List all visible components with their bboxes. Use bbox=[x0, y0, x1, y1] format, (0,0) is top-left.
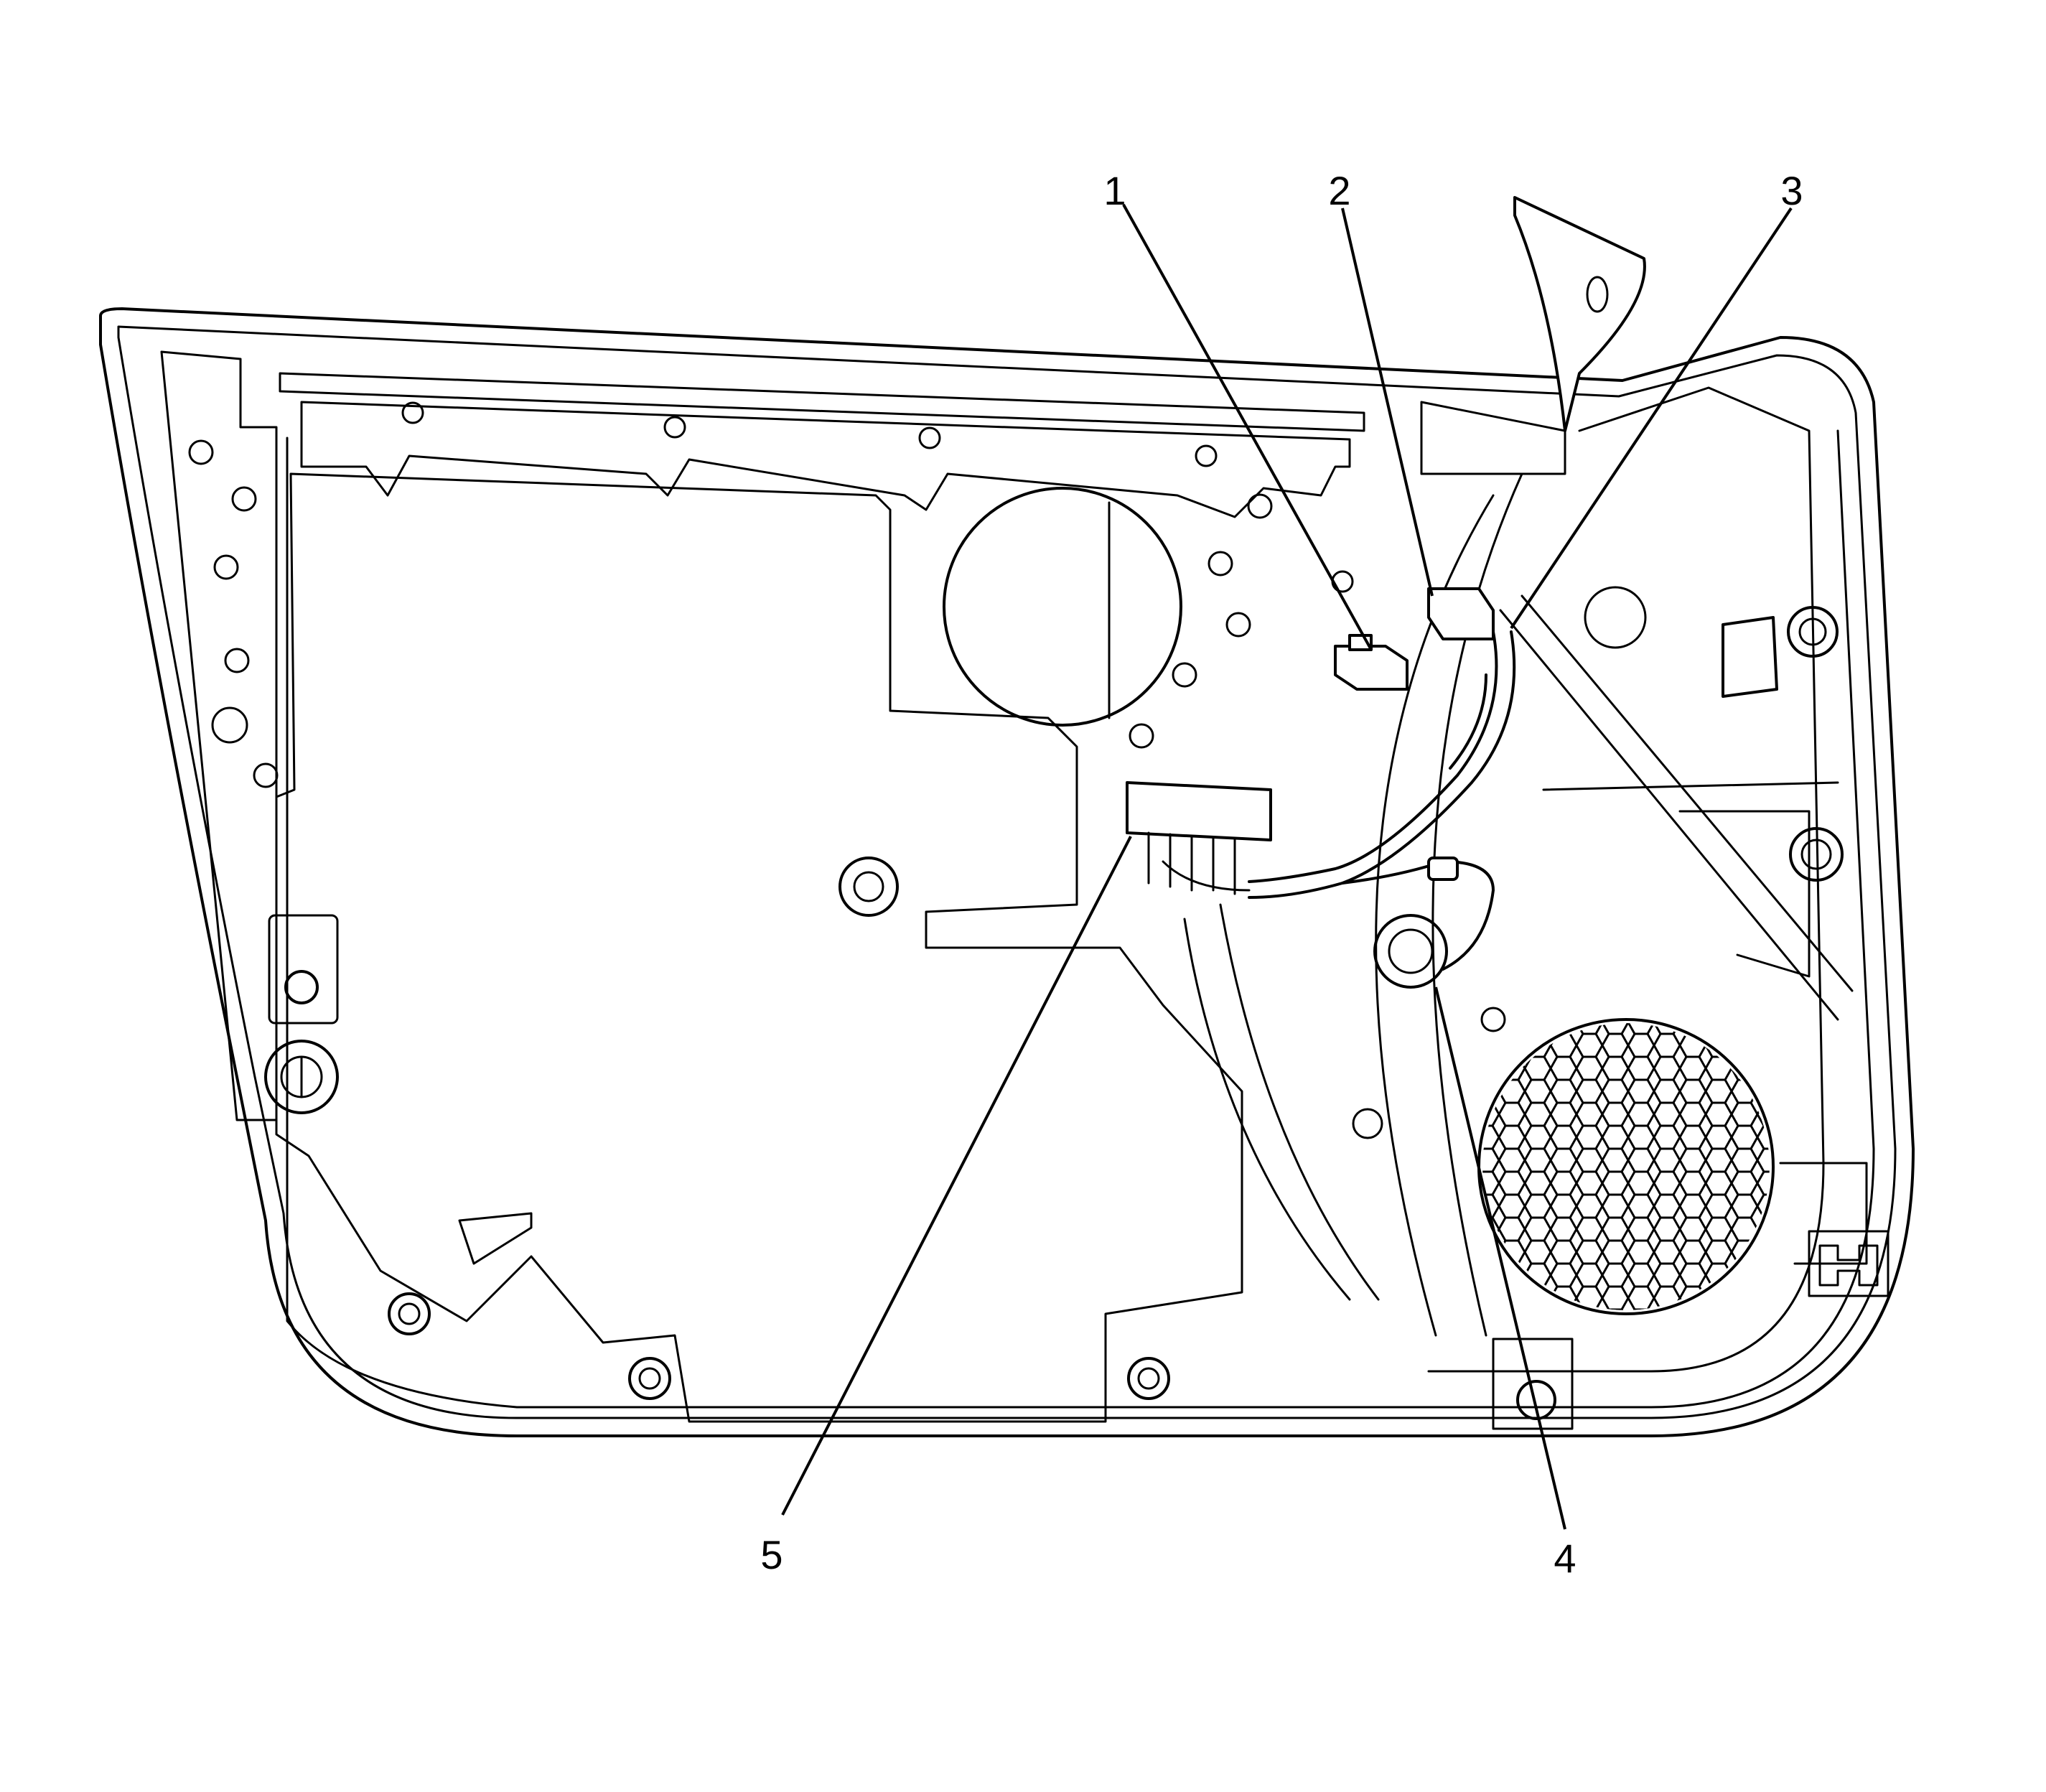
main-harness-connector-5 bbox=[1126, 781, 1272, 895]
inner-frame bbox=[160, 350, 1875, 1409]
clip-right-oval-bracket bbox=[1722, 616, 1778, 698]
clip-bottom-center bbox=[1492, 1338, 1574, 1430]
leader-4 bbox=[1434, 986, 1566, 1530]
leader-1 bbox=[1122, 204, 1373, 650]
callout-1: 1 bbox=[1103, 168, 1126, 213]
clip-right-push-pin-mid bbox=[1789, 827, 1844, 882]
callout-3: 3 bbox=[1780, 168, 1803, 213]
clip-left-push-pin bbox=[264, 1040, 339, 1114]
clip-right-push-pin-upper bbox=[1787, 606, 1839, 658]
leader-3 bbox=[1510, 207, 1793, 630]
leader-5 bbox=[781, 836, 1132, 1516]
speaker-connector-4 bbox=[1373, 857, 1459, 989]
leader-lines bbox=[781, 204, 1793, 1530]
fastener-bosses bbox=[188, 401, 1647, 1400]
leader-2 bbox=[1341, 207, 1434, 597]
callout-5: 5 bbox=[760, 1532, 783, 1577]
window-switch-connector-1 bbox=[1334, 634, 1409, 691]
mirror-bracket bbox=[1420, 196, 1646, 475]
callout-labels: 1 2 3 4 5 bbox=[760, 168, 1803, 1581]
main-cavity bbox=[275, 472, 1243, 1423]
callout-2: 2 bbox=[1328, 168, 1350, 213]
speaker-grille bbox=[1477, 1018, 1775, 1315]
connector-2 bbox=[1427, 587, 1495, 640]
retainer-clips bbox=[264, 606, 1889, 1430]
panel-outline bbox=[99, 307, 1915, 1437]
upper-speaker-opening bbox=[943, 487, 1182, 727]
armrest-sweep bbox=[1183, 472, 1868, 1337]
callout-4: 4 bbox=[1554, 1536, 1576, 1581]
clip-left-upper bbox=[268, 914, 339, 1025]
clip-right-lower bbox=[1808, 1230, 1889, 1297]
